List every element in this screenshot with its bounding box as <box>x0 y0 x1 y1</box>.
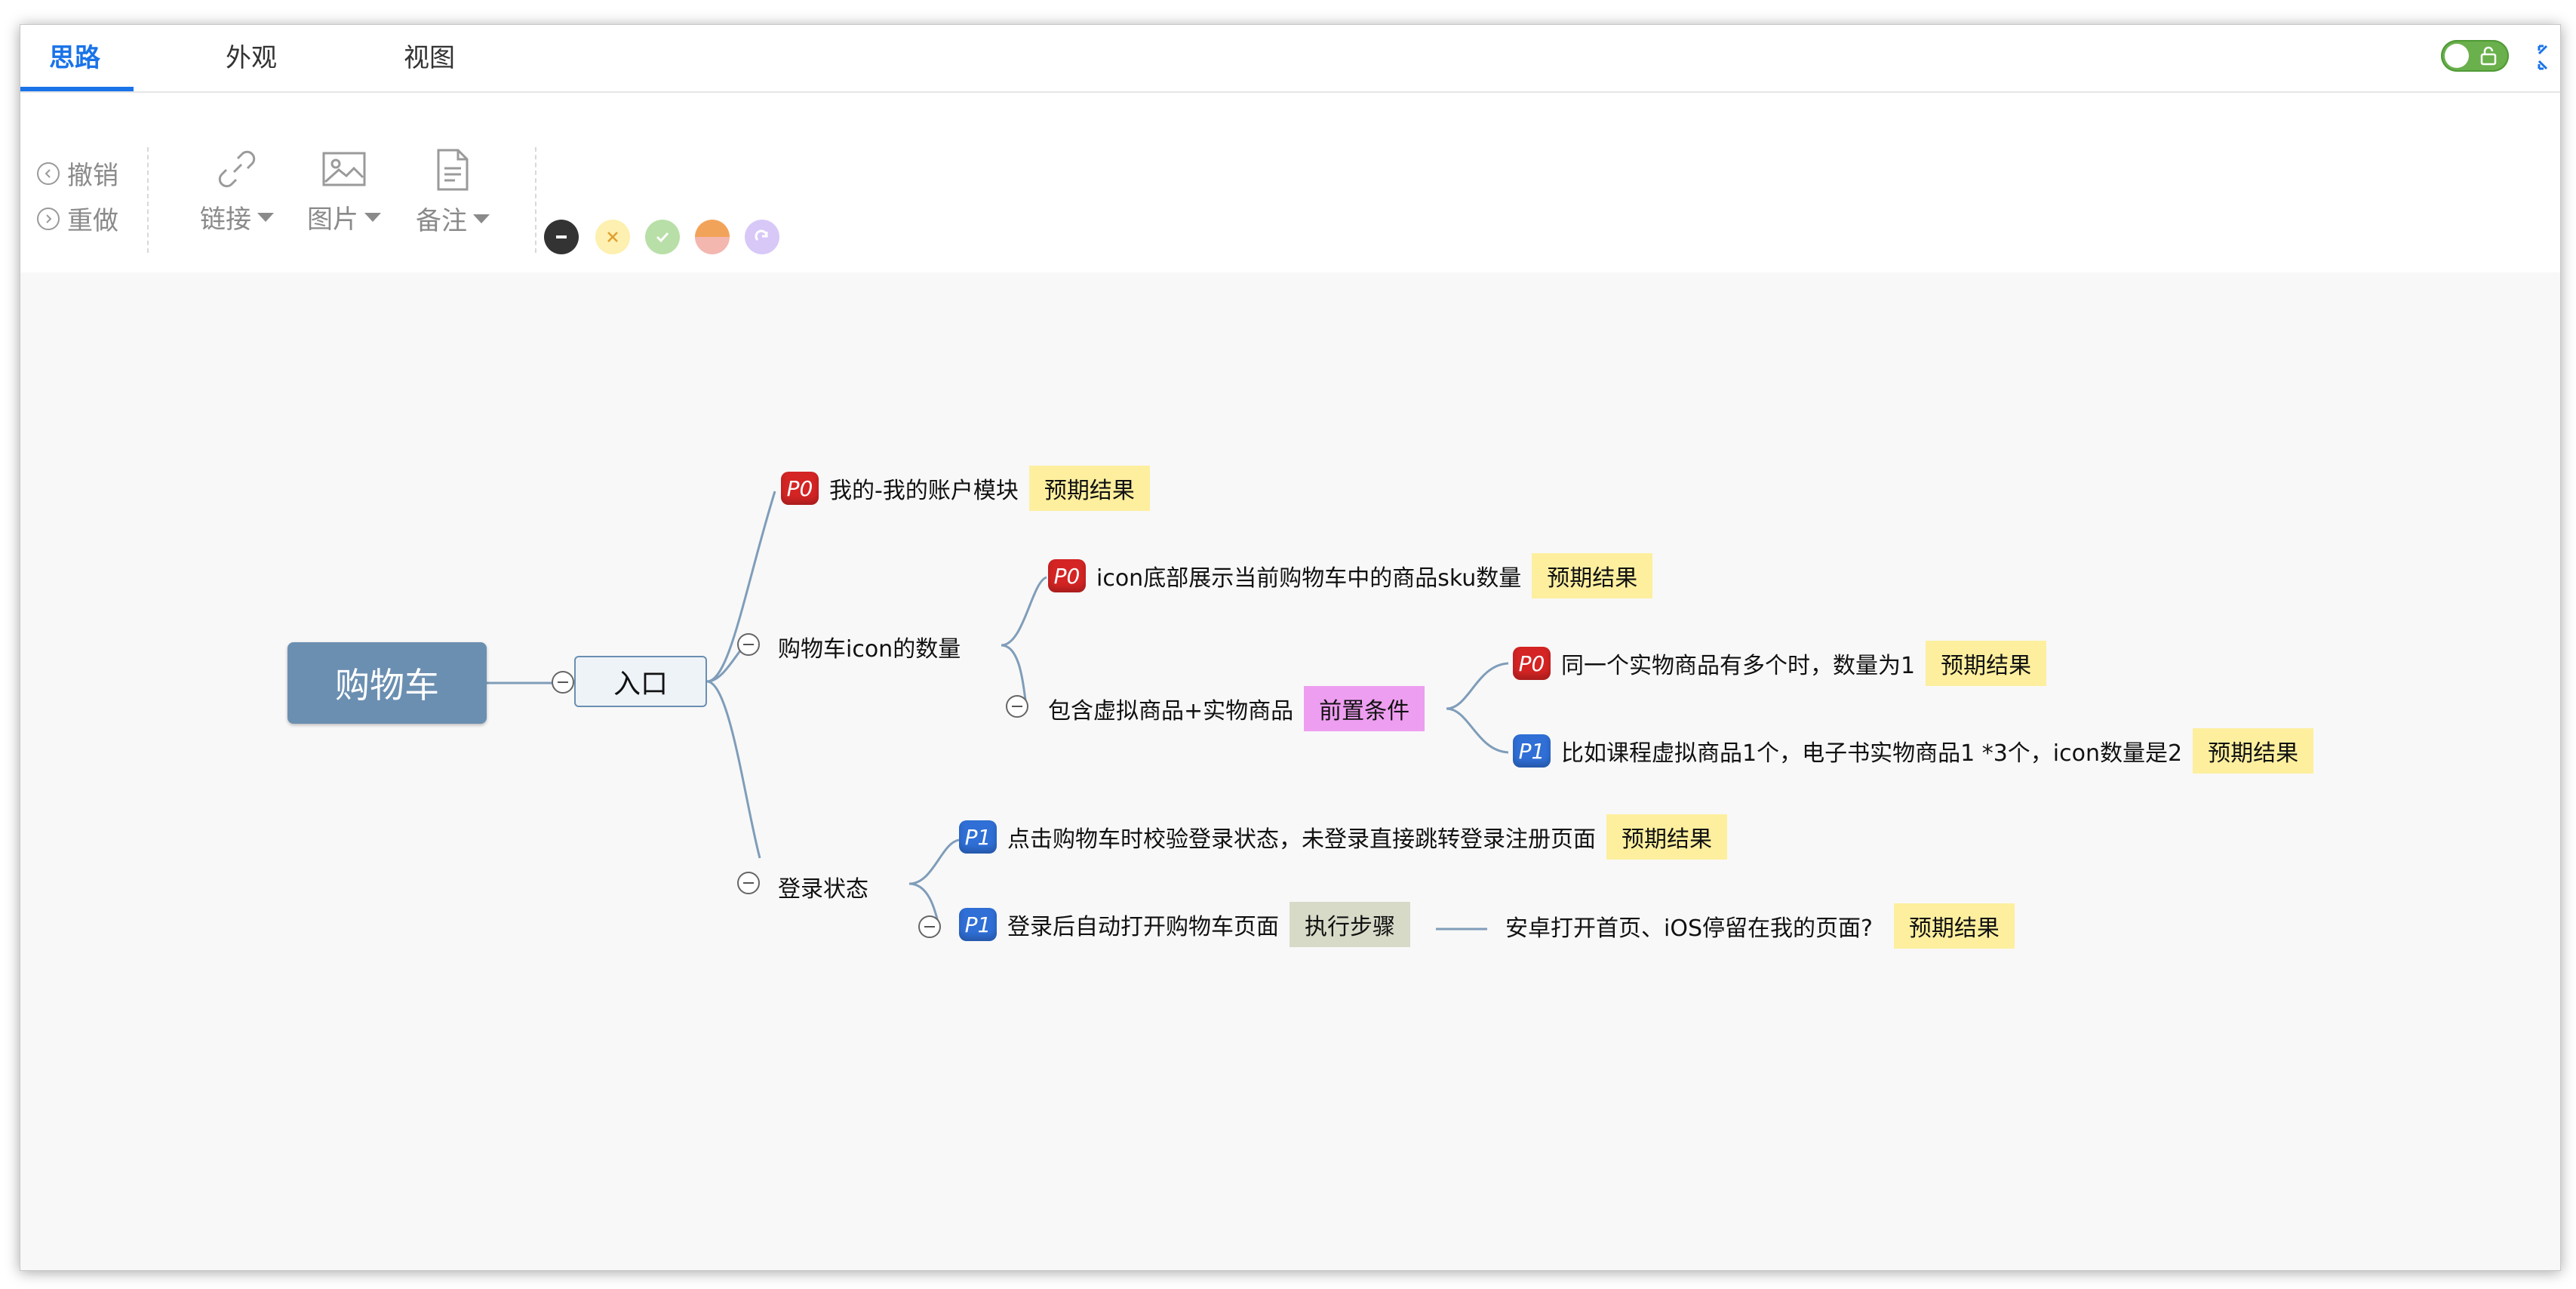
topic-login-check[interactable]: P1 点击购物车时校验登录状态，未登录直接跳转登录注册页面 预期结果 <box>959 814 1727 860</box>
topic-cart-count[interactable]: 购物车icon的数量 <box>778 630 961 663</box>
topic-text: 同一个实物商品有多个时，数量为1 <box>1561 653 1916 679</box>
collapse-toggle[interactable] <box>918 915 941 938</box>
undo-button[interactable]: 撤销 <box>37 155 118 192</box>
redo-button[interactable]: 重做 <box>37 200 118 237</box>
topic-mixed-items[interactable]: 包含虚拟商品+实物商品 前置条件 <box>1048 686 1425 731</box>
topic-text: 安卓打开首页、iOS停留在我的页面? <box>1505 915 1873 942</box>
topic-text: 点击购物车时校验登录状态，未登录直接跳转登录注册页面 <box>1007 826 1596 853</box>
root-node[interactable]: 购物车 <box>287 642 487 724</box>
collapse-toggle[interactable] <box>737 872 760 894</box>
note-label: 备注 <box>416 206 467 236</box>
collapse-toggle[interactable] <box>737 633 760 656</box>
unlock-icon <box>2480 46 2497 66</box>
topic-text: 比如课程虚拟商品1个，电子书实物商品1 *3个，icon数量是2 <box>1561 740 2183 767</box>
entry-node[interactable]: 入口 <box>574 656 707 707</box>
priority-p1-icon: P1 <box>959 820 997 854</box>
chevron-down-icon <box>473 214 490 223</box>
link-icon <box>218 150 256 188</box>
topic-auto-open[interactable]: P1 登录后自动打开购物车页面 执行步骤 <box>959 902 1410 947</box>
topic-android-ios[interactable]: 安卓打开首页、iOS停留在我的页面? 预期结果 <box>1505 903 2015 949</box>
chevron-down-icon <box>364 212 381 222</box>
toolbar-divider <box>147 147 149 253</box>
topic-text: 我的-我的账户模块 <box>829 478 1019 504</box>
topic-example[interactable]: P1 比如课程虚拟商品1个，电子书实物商品1 *3个，icon数量是2 预期结果 <box>1513 728 2314 774</box>
lock-toggle[interactable] <box>2441 40 2509 72</box>
cross-mark-icon[interactable] <box>595 220 630 254</box>
undo-icon <box>37 162 60 185</box>
topic-text: 包含虚拟商品+实物商品 <box>1048 698 1294 724</box>
link-button[interactable]: 链接 <box>188 147 286 235</box>
image-label: 图片 <box>307 205 358 235</box>
tab-outline[interactable]: 思路 <box>49 43 100 73</box>
execution-step-tag[interactable]: 执行步骤 <box>1290 902 1410 947</box>
topic-text: 登录后自动打开购物车页面 <box>1007 914 1279 940</box>
priority-p0-icon: P0 <box>1513 647 1551 680</box>
priority-p0-icon: P0 <box>1048 559 1086 592</box>
redo-label: 重做 <box>67 206 118 236</box>
mindmap-connectors <box>487 491 1509 931</box>
chevron-down-icon <box>257 212 274 222</box>
collapse-toggle[interactable] <box>1006 695 1028 718</box>
topic-login[interactable]: 登录状态 <box>778 870 868 903</box>
minus-mark-icon[interactable] <box>544 220 579 254</box>
tab-bar: 思路 外观 视图 <box>20 25 2560 93</box>
half-mark-icon[interactable] <box>695 220 730 254</box>
toggle-knob <box>2445 44 2469 68</box>
expected-result-tag[interactable]: 预期结果 <box>1606 814 1727 860</box>
tab-view[interactable]: 视图 <box>404 43 455 73</box>
collapse-toggle[interactable] <box>552 671 574 694</box>
redo-mark-icon[interactable] <box>745 220 779 254</box>
check-mark-icon[interactable] <box>645 220 680 254</box>
link-label: 链接 <box>200 205 251 235</box>
topic-text: 登录状态 <box>778 876 868 903</box>
note-icon <box>437 149 469 191</box>
topic-text: icon底部展示当前购物车中的商品sku数量 <box>1096 565 1522 592</box>
note-button[interactable]: 备注 <box>404 147 502 237</box>
redo-icon <box>37 207 60 230</box>
topic-text: 购物车icon的数量 <box>778 636 961 663</box>
expected-result-tag[interactable]: 预期结果 <box>2193 728 2314 774</box>
topic-account[interactable]: P0 我的-我的账户模块 预期结果 <box>781 466 1150 511</box>
expected-result-tag[interactable]: 预期结果 <box>1532 553 1653 598</box>
image-icon <box>322 152 366 186</box>
precondition-tag[interactable]: 前置条件 <box>1304 686 1425 731</box>
priority-p1-icon: P1 <box>1513 734 1551 768</box>
undo-label: 撤销 <box>67 161 118 191</box>
expected-result-tag[interactable]: 预期结果 <box>1926 641 2047 686</box>
expected-result-tag[interactable]: 预期结果 <box>1028 466 1150 511</box>
priority-p0-icon: P0 <box>781 472 819 505</box>
mindmap-canvas[interactable]: 购物车 入口 P0 我的-我的账户模块 预期结果 购物车icon的数量 P0 i… <box>20 272 2560 1270</box>
toolbar-divider <box>535 147 536 253</box>
image-button[interactable]: 图片 <box>295 147 393 235</box>
active-tab-indicator <box>20 87 134 91</box>
topic-icon-count[interactable]: P0 icon底部展示当前购物车中的商品sku数量 预期结果 <box>1048 553 1653 598</box>
fullscreen-icon[interactable] <box>2538 45 2560 70</box>
mindmap-window: 思路 外观 视图 撤销 重做 <box>20 24 2561 1271</box>
expected-result-tag[interactable]: 预期结果 <box>1893 903 2015 949</box>
toolbar: 撤销 重做 链接 图片 <box>20 93 2560 272</box>
tab-appearance[interactable]: 外观 <box>226 43 277 73</box>
topic-same-item[interactable]: P0 同一个实物商品有多个时，数量为1 预期结果 <box>1513 641 2047 686</box>
priority-p1-icon: P1 <box>959 908 997 941</box>
